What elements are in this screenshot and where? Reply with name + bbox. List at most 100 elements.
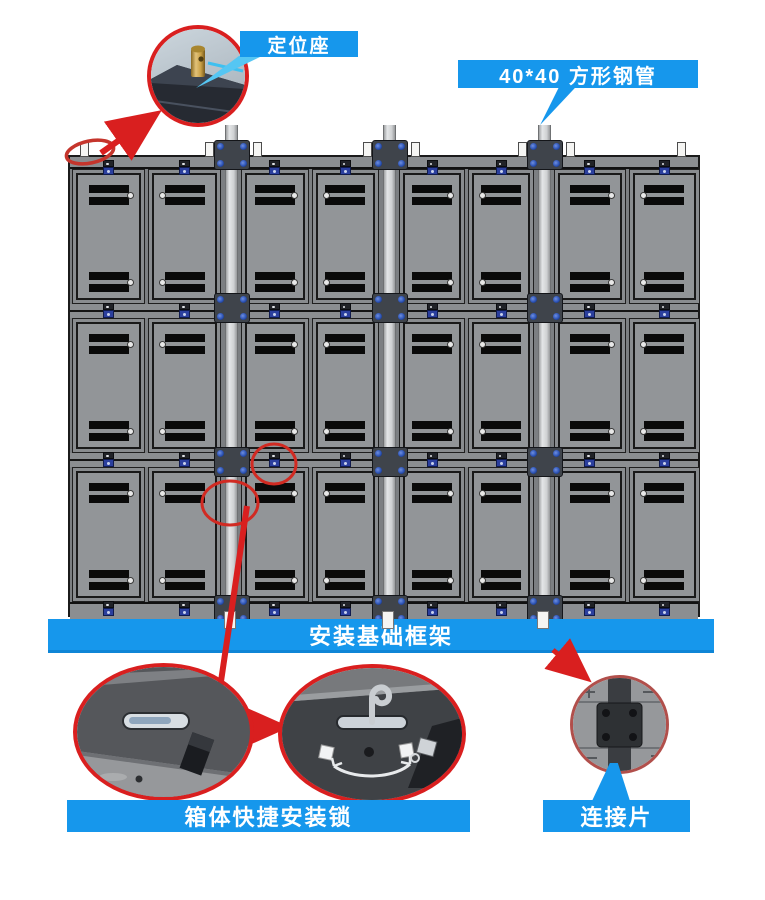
vent-slots bbox=[88, 272, 129, 296]
screw bbox=[479, 341, 486, 348]
bolt bbox=[375, 450, 382, 457]
vent-slots bbox=[412, 185, 452, 209]
screw bbox=[127, 279, 134, 286]
clip-row4-3 bbox=[269, 601, 281, 616]
clip-row2-7 bbox=[584, 303, 596, 318]
screw bbox=[479, 490, 486, 497]
screw bbox=[290, 192, 298, 199]
vent-slots bbox=[164, 421, 205, 445]
cabinet-r1-c6 bbox=[468, 169, 534, 304]
bolt bbox=[553, 615, 560, 622]
cabinet-door bbox=[403, 471, 461, 598]
screw bbox=[290, 428, 298, 435]
vent-slots bbox=[325, 483, 366, 507]
cabinet-r3-c6 bbox=[468, 467, 534, 602]
bolt bbox=[398, 160, 405, 167]
steel-pipe-2 bbox=[382, 125, 396, 619]
steel-pipe-1 bbox=[224, 125, 238, 619]
screw bbox=[639, 192, 647, 199]
clip-row1-1 bbox=[103, 160, 114, 175]
cabinet-r2-c4 bbox=[311, 318, 379, 453]
bolt bbox=[398, 467, 405, 474]
bolt bbox=[240, 598, 247, 605]
cabinet-r2-c3 bbox=[241, 318, 309, 453]
screw bbox=[607, 192, 615, 199]
bolt bbox=[375, 467, 382, 474]
cabinet-r3-c5 bbox=[399, 467, 465, 602]
screw bbox=[607, 428, 615, 435]
steel-pipe-label: 40*40 方形钢管 bbox=[458, 60, 698, 88]
vent-slots bbox=[88, 334, 129, 358]
cabinet-door bbox=[403, 173, 461, 300]
bolt bbox=[375, 296, 382, 303]
screw bbox=[127, 577, 134, 584]
connector-plate-3-1 bbox=[527, 140, 563, 170]
screw bbox=[447, 428, 454, 435]
bolt bbox=[398, 615, 405, 622]
positioning-tab-8 bbox=[677, 142, 686, 157]
vent-slots bbox=[88, 421, 129, 445]
vent-slots bbox=[569, 570, 610, 594]
screw bbox=[322, 490, 330, 497]
bolt bbox=[375, 615, 382, 622]
bolt bbox=[217, 296, 224, 303]
cabinet-door bbox=[558, 322, 622, 449]
bolt bbox=[217, 598, 224, 605]
vent-slots bbox=[88, 483, 129, 507]
cabinet-r2-c2 bbox=[148, 318, 221, 453]
clip-row4-8 bbox=[658, 601, 670, 616]
bolt bbox=[530, 467, 537, 474]
steel-pipe-3 bbox=[537, 125, 551, 619]
vent-slots bbox=[644, 570, 685, 594]
cabinet-r2-c7 bbox=[554, 318, 626, 453]
screw bbox=[607, 577, 615, 584]
pipe-foot-2 bbox=[382, 611, 394, 629]
screw bbox=[447, 577, 454, 584]
screw bbox=[607, 490, 615, 497]
bolt bbox=[530, 296, 537, 303]
screw bbox=[127, 192, 134, 199]
vent-slots bbox=[644, 272, 685, 296]
vent-slots bbox=[325, 334, 366, 358]
vent-slots bbox=[412, 272, 452, 296]
screw bbox=[159, 192, 166, 199]
vent-slots bbox=[325, 272, 366, 296]
bolt bbox=[553, 143, 560, 150]
clip-row4-7 bbox=[584, 601, 596, 616]
bolt bbox=[240, 143, 247, 150]
photo-lock-closed bbox=[278, 664, 466, 804]
bolt bbox=[553, 160, 560, 167]
cabinet-grid bbox=[68, 125, 700, 625]
screw bbox=[639, 428, 647, 435]
vent-slots bbox=[481, 421, 521, 445]
bolt bbox=[217, 313, 224, 320]
bolt bbox=[240, 313, 247, 320]
bolt bbox=[217, 160, 224, 167]
vent-slots bbox=[164, 334, 205, 358]
cabinet-r1-c2 bbox=[148, 169, 221, 304]
vent-slots bbox=[481, 570, 521, 594]
cabinet-door bbox=[315, 471, 375, 598]
screw bbox=[322, 279, 330, 286]
bolt bbox=[240, 450, 247, 457]
bolt bbox=[375, 598, 382, 605]
screw bbox=[479, 192, 486, 199]
bolt bbox=[217, 143, 224, 150]
vent-slots bbox=[569, 421, 610, 445]
vent-slots bbox=[164, 272, 205, 296]
bolt bbox=[398, 598, 405, 605]
connector-plate-1-2 bbox=[214, 293, 250, 323]
cabinet-r3-c4 bbox=[311, 467, 379, 602]
cabinet-door bbox=[472, 471, 530, 598]
cabinet-r1-c5 bbox=[399, 169, 465, 304]
vent-slots bbox=[164, 570, 205, 594]
bolt bbox=[530, 615, 537, 622]
bolt bbox=[398, 296, 405, 303]
lock-closed-photo-art bbox=[282, 668, 462, 800]
screw bbox=[159, 341, 166, 348]
cabinet-door bbox=[403, 322, 461, 449]
positioning-tab-4 bbox=[363, 142, 372, 157]
clip-row3-7 bbox=[584, 452, 596, 467]
vent-slots bbox=[325, 185, 366, 209]
